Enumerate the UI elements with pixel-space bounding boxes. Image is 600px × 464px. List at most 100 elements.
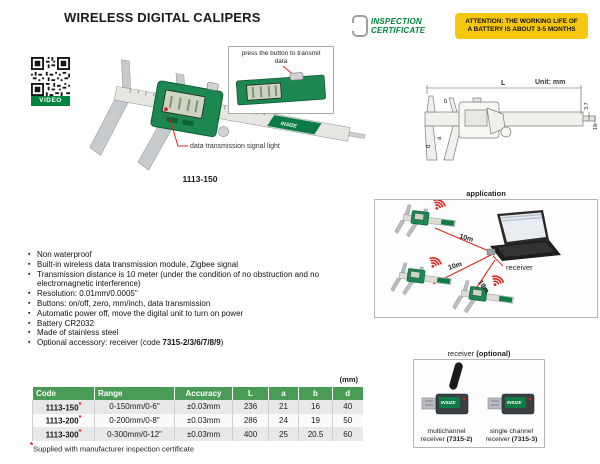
feature-item: Resolution: 0.01mm/0.0005" [28,289,363,299]
feature-item: Optional accessory: receiver (code 7315-… [28,338,363,348]
cell-d: 60 [332,427,363,441]
feature-item: Buttons: on/off, zero, mm/inch, data tra… [28,299,363,309]
cell-d: 50 [332,413,363,428]
dimension-drawing: L b a d 3.7 16 Unit: mm [424,79,599,161]
dim-d-label: d [426,145,432,148]
cell-L: 286 [232,413,269,428]
attention-line2: A BATTERY IS ABOUT 3-5 MONTHS [467,26,576,33]
application-caliper-2 [390,252,454,301]
spec-table: Code Range Accuracy L a b d 1113-150* 0-… [32,387,363,441]
receiver-word: receiver [485,436,512,443]
beam-brand-label: INSIZE [280,121,298,130]
inspection-word: INSPECTION [371,17,422,26]
feature-item: Automatic power off, move the digital un… [28,309,363,319]
callout-zoom-graphic [235,65,326,106]
receiver-laptop [489,209,562,262]
feature-item: Battery CR2032 [28,319,363,329]
receiver-box-title: receiver (optional) [413,349,545,358]
cell-accuracy: ±0.03mm [174,413,233,428]
table-header-row: Code Range Accuracy L a b d [32,387,363,400]
application-box: 10m 10m 10m receiver [374,199,598,318]
cell-accuracy: ±0.03mm [174,427,233,441]
callout-transmit-button [289,72,304,81]
video-label: VIDEO [31,96,70,106]
model-number: 1113-150 [182,174,218,184]
header-b: b [298,387,333,400]
cell-range: 0-200mm/0-8" [94,413,175,428]
feature-code: 7315-2/3/6/7/8/9 [162,338,221,348]
receiver-dongles-graphic: INSIZE INSIZE [421,362,535,415]
header-accuracy: Accuracy [174,387,233,400]
usb-plug [487,397,503,410]
application-title: application [466,189,506,198]
receiver-title-optional: (optional) [476,349,511,358]
certificate-icon [352,15,368,37]
dim-L-label: L [501,80,506,87]
code-value: 1113-300 [45,430,79,440]
cell-accuracy: ±0.03mm [174,400,233,414]
receiver-code: (7315-3) [511,436,538,443]
receiver-name: single channel [489,428,534,435]
distance-label-1: 10m [458,233,473,244]
callout-lcd [246,82,282,101]
usb-plug [421,397,437,410]
signal-light-leader-line [168,115,188,147]
receiver-title-text: receiver [447,349,477,358]
inspection-certificate-text: INSPECTION CERTIFICATE [371,17,425,35]
antenna [449,362,463,390]
code-value: 1113-150 [45,403,79,413]
cell-b: 19 [298,413,333,428]
signal-light [164,107,168,112]
footnote-asterisk: * [30,441,34,450]
fixed-upper-jaw [121,59,131,90]
cell-d: 40 [332,400,363,414]
distance-label-2: 10m [447,261,462,272]
application-caliper-1 [394,200,458,243]
dim-thickness-label: 3.7 [584,102,590,110]
transmit-button-callout: press the button to transmit data [228,46,334,114]
multichannel-receiver: INSIZE [421,362,469,415]
table-row: 1113-150* 0-150mm/0-6" ±0.03mm 236 21 16… [32,400,363,414]
feature-text: ) [220,338,224,348]
cell-code: 1113-200* [32,413,95,428]
header-d: d [332,387,363,400]
certificate-asterisk: * [78,428,82,436]
receiver-box: INSIZE INSIZE multichannel receiver (731… [413,359,545,448]
certificate-word: CERTIFICATE [371,26,426,35]
cell-L: 236 [232,400,269,414]
footnote-text: Supplied with manufacturer inspection ce… [33,444,195,454]
table-footnote: *Supplied with manufacturer inspection c… [30,441,194,454]
cell-L: 400 [232,427,269,441]
dongle-brand-label: INSIZE [507,400,523,405]
cell-b: 16 [298,400,333,414]
receiver-label: receiver [506,263,533,272]
cell-code: 1113-300* [32,427,95,441]
transmit-button [206,82,219,91]
cell-code: 1113-150* [32,400,95,414]
callout-text: press the button to transmit data [241,50,321,65]
cell-range: 0-150mm/0-6" [94,400,175,414]
application-diagram: 10m 10m 10m receiver [375,200,562,317]
code-value: 1113-200 [45,416,79,426]
inspection-certificate-badge: INSPECTION CERTIFICATE [352,12,447,40]
certificate-asterisk: * [78,415,82,423]
single-channel-label: single channel receiver (7315-3) [479,428,544,444]
feature-item: Built-in wireless data transmission modu… [28,260,363,270]
table-row: 1113-300* 0-300mm/0-12" ±0.03mm 400 25 2… [32,427,363,441]
cell-range: 0-300mm/0-12" [94,427,175,441]
dim-height-label: 16 [593,124,599,130]
qr-code [31,57,70,96]
signal-light-label: data transmission signal light [190,143,280,150]
feature-list: Non waterproof Built-in wireless data tr… [28,250,363,348]
receiver-labels: multichannel receiver (7315-2) single ch… [414,428,544,444]
unit-label: Unit: mm [535,79,565,86]
receiver-name: multichannel [427,428,466,435]
cell-a: 21 [268,400,299,414]
header-a: a [268,387,299,400]
page-title: WIRELESS DIGITAL CALIPERS [64,10,261,25]
single-channel-receiver: INSIZE [487,393,535,415]
feature-text: Optional accessory: receiver (code [37,338,163,348]
dim-b-label: b [444,99,448,105]
fixed-lower-jaw [89,99,129,156]
receiver-word: receiver [420,436,447,443]
